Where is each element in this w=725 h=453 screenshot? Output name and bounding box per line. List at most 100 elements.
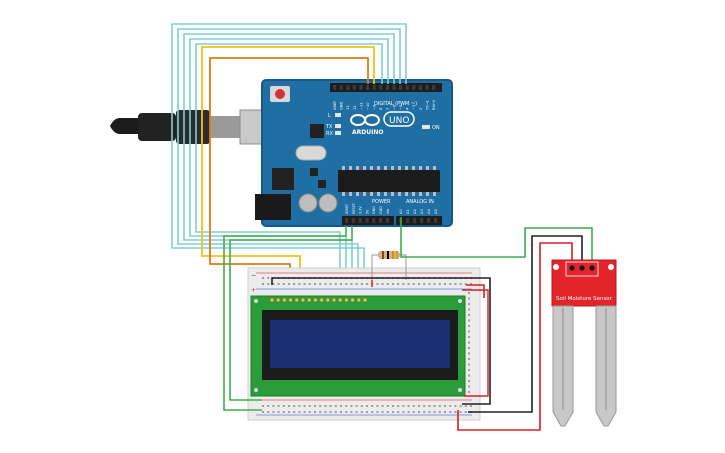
analog-pin-label: A4: [427, 209, 431, 214]
lcd-pin[interactable]: [350, 297, 355, 303]
analog-pin[interactable]: [406, 218, 410, 223]
wire-green-a0[interactable]: [400, 217, 593, 266]
breadboard-hole: [355, 283, 358, 285]
sensor-pin[interactable]: [569, 265, 575, 271]
wire-green-power-left[interactable]: [223, 226, 347, 411]
led-rx-label: RX: [326, 131, 333, 137]
power-pin[interactable]: [385, 218, 389, 223]
lcd-pin[interactable]: [282, 297, 287, 303]
sensor-pin[interactable]: [589, 265, 595, 271]
lcd-pin[interactable]: [294, 297, 299, 303]
breadboard-hole: [298, 283, 301, 285]
digital-pin[interactable]: [432, 85, 436, 90]
breadboard-hole: [324, 405, 327, 407]
chip-leg: [377, 166, 380, 170]
wire-cyan-3[interactable]: [183, 33, 395, 298]
chip-leg: [412, 192, 415, 196]
power-pin[interactable]: [345, 218, 349, 223]
digital-pin[interactable]: [366, 85, 370, 90]
chip-leg: [356, 192, 359, 196]
analog-pin[interactable]: [427, 218, 431, 223]
digital-pin[interactable]: [412, 85, 416, 90]
digital-pin-label: TX→1: [425, 100, 429, 111]
digital-pin[interactable]: [399, 85, 403, 90]
digital-pin[interactable]: [405, 85, 409, 90]
chip-leg: [433, 192, 436, 196]
breadboard-hole: [340, 411, 342, 413]
led-tx-label: TX: [325, 124, 333, 130]
reset-button-cap[interactable]: [275, 89, 285, 99]
lcd-mount-hole: [254, 388, 258, 392]
wire-red-sensor[interactable]: [457, 242, 573, 431]
rail-minus-label: −: [251, 272, 256, 279]
lcd-pin[interactable]: [307, 297, 312, 303]
wire-black-sensor[interactable]: [468, 235, 583, 413]
digital-pin[interactable]: [359, 85, 363, 90]
breadboard-hole: [392, 411, 394, 413]
usb-cable-tail: [110, 118, 140, 134]
rail-plus-label: +: [251, 287, 256, 294]
lcd-pin[interactable]: [344, 297, 349, 303]
digital-pin[interactable]: [352, 85, 356, 90]
lcd-pin[interactable]: [276, 297, 281, 303]
power-pin[interactable]: [365, 218, 369, 223]
breadboard-hole: [459, 283, 462, 285]
power-pin[interactable]: [358, 218, 362, 223]
breadboard-hole: [272, 283, 275, 285]
sensor-pin[interactable]: [579, 265, 585, 271]
wire-red-vcc[interactable]: [466, 284, 485, 298]
breadboard-hole: [262, 283, 264, 285]
wire-cyan-4[interactable]: [189, 38, 389, 298]
lcd-pin[interactable]: [331, 297, 337, 303]
lcd-pin[interactable]: [300, 297, 306, 303]
wire-cyan-1[interactable]: [171, 23, 407, 298]
digital-pin-label: ~5: [399, 105, 403, 110]
chip-leg: [349, 166, 352, 170]
breadboard-hole: [366, 411, 368, 413]
lcd-pin[interactable]: [325, 297, 330, 303]
analog-pin-label: A2: [413, 209, 417, 214]
digital-pin[interactable]: [379, 85, 383, 90]
wire-cyan-2[interactable]: [177, 28, 401, 298]
breadboard-hole: [350, 405, 353, 407]
lcd-pin[interactable]: [288, 297, 293, 303]
breadboard-hole: [428, 411, 431, 413]
lcd-pin[interactable]: [313, 297, 318, 303]
breadboard-hole: [470, 283, 472, 285]
breadboard-hole: [468, 385, 470, 388]
analog-pin[interactable]: [413, 218, 417, 223]
lcd-mount-hole: [254, 299, 258, 303]
power-pin[interactable]: [379, 218, 383, 223]
wire-cyan-5[interactable]: [195, 43, 383, 298]
lcd-pin[interactable]: [356, 297, 361, 303]
lcd-pin[interactable]: [362, 297, 368, 303]
digital-pin[interactable]: [372, 85, 376, 90]
crystal: [295, 145, 327, 161]
power-pin[interactable]: [351, 218, 355, 223]
analog-pin[interactable]: [434, 218, 438, 223]
wire-red-rail[interactable]: [462, 289, 489, 397]
sensor-mount-hole: [553, 264, 559, 270]
lcd-module: [250, 295, 466, 397]
wire-yellow[interactable]: [201, 46, 375, 298]
lcd-pin[interactable]: [338, 297, 343, 303]
digital-pin[interactable]: [392, 85, 396, 90]
power-pin[interactable]: [372, 218, 376, 223]
digital-pin[interactable]: [418, 85, 422, 90]
wire-black-gnd[interactable]: [271, 277, 491, 405]
digital-pin[interactable]: [346, 85, 350, 90]
breadboard-hole: [324, 283, 327, 285]
breadboard-hole: [376, 411, 379, 413]
lcd-pin[interactable]: [319, 297, 324, 303]
lcd-pin[interactable]: [269, 297, 275, 303]
digital-pin[interactable]: [385, 85, 389, 90]
analog-pin[interactable]: [420, 218, 424, 223]
digital-pin[interactable]: [339, 85, 343, 90]
wire-green-gnd-left[interactable]: [229, 226, 353, 401]
digital-pin[interactable]: [425, 85, 429, 90]
digital-pin[interactable]: [333, 85, 337, 90]
breadboard-hole: [468, 358, 470, 360]
breadboard-hole: [459, 405, 462, 407]
breadboard-hole: [438, 411, 441, 413]
